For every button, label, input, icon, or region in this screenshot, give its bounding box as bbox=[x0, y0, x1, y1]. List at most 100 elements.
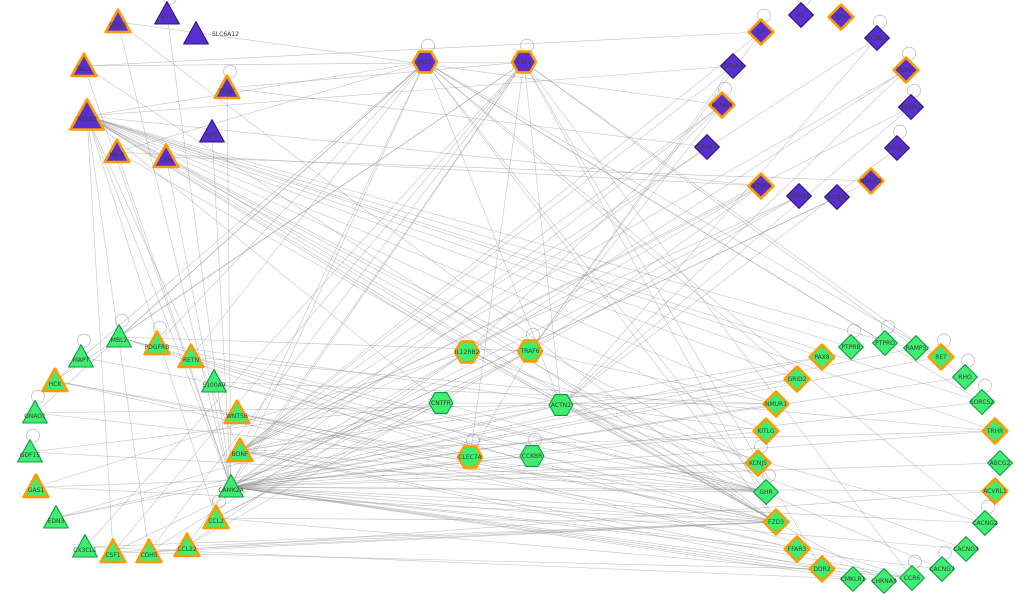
edge-GAS1-KCNJ5 bbox=[35, 462, 759, 488]
node-EPHA4[interactable]: EPHA4 bbox=[720, 53, 746, 79]
edge-FZD3-TAC1 bbox=[83, 65, 777, 523]
node-CCL2[interactable]: CCL2 bbox=[202, 494, 230, 530]
node-CSF1[interactable]: CSF1 bbox=[99, 538, 127, 564]
node-shape-RHO bbox=[952, 364, 978, 390]
edge-PENK-EPHA7 bbox=[226, 87, 708, 148]
edge-BDNF-TRHR bbox=[239, 430, 996, 452]
node-ABCG2[interactable]: ABCG2 bbox=[987, 450, 1013, 476]
node-NMUR2[interactable]: NMUR2 bbox=[857, 167, 885, 195]
node-shape-PRLR bbox=[103, 138, 131, 164]
edge-CAMK2A-CACNG3 bbox=[230, 486, 967, 550]
self-loop-NTS bbox=[163, 0, 177, 5]
node-IRS1[interactable]: IRS1 bbox=[411, 38, 439, 74]
edge-IRS1-RET bbox=[424, 61, 942, 358]
node-GDF15[interactable]: GDF15 bbox=[17, 428, 43, 463]
node-PRLR[interactable]: PRLR bbox=[103, 138, 131, 164]
node-CP[interactable]: CP bbox=[747, 8, 775, 46]
node-TRPV1[interactable]: TRPV1 bbox=[892, 46, 920, 84]
node-CCL22[interactable]: CCL22 bbox=[173, 532, 201, 558]
node-GRID2[interactable]: GRID2 bbox=[783, 365, 811, 393]
node-HCK[interactable]: HCK bbox=[41, 367, 69, 393]
node-GP6[interactable]: GP6 bbox=[827, 3, 855, 31]
node-NMUR1[interactable]: NMUR1 bbox=[762, 390, 790, 418]
edge-S100A9-NMUR1 bbox=[213, 381, 777, 405]
node-shape-GRID2 bbox=[783, 365, 811, 393]
node-CCR6[interactable]: CCR6 bbox=[899, 554, 925, 591]
node-DDR2[interactable]: DDR2 bbox=[808, 555, 836, 583]
edge-CDH5-ACVRL1 bbox=[148, 490, 996, 553]
node-shape-NTS bbox=[154, 1, 180, 25]
edge-CRH-NMUR2 bbox=[165, 156, 872, 182]
edge-CSF2-CSF1 bbox=[112, 61, 525, 553]
edge-WNT5B-FFAR3 bbox=[236, 412, 798, 550]
node-EDN3[interactable]: EDN3 bbox=[43, 505, 69, 529]
node-TAC1[interactable]: TAC1 bbox=[70, 52, 98, 78]
node-GRIN2B[interactable]: GRIN2B bbox=[786, 183, 812, 209]
node-PENK[interactable]: PENK bbox=[213, 64, 241, 100]
node-GNAO1[interactable]: GNAO1 bbox=[22, 389, 48, 424]
edge-GHR-RETN bbox=[190, 356, 767, 493]
node-CACNG7[interactable]: CACNG7 bbox=[929, 545, 955, 582]
node-NTS[interactable]: NTS bbox=[154, 0, 180, 25]
edge-BDNF-GRIN2B bbox=[239, 195, 800, 452]
node-RET[interactable]: RET bbox=[927, 333, 955, 371]
node-CLEC7A[interactable]: CLEC7A bbox=[456, 433, 484, 469]
node-shape-BDNF bbox=[226, 437, 254, 463]
node-shape-EPHA7 bbox=[694, 134, 720, 160]
node-shape-PAX8 bbox=[808, 343, 836, 371]
node-SLC6A12[interactable]: SLC6A12 bbox=[183, 21, 239, 45]
edge-FZD3-GRM1 bbox=[117, 21, 777, 523]
edge-CAMK2A-EPHA7 bbox=[230, 146, 708, 488]
node-KITLG[interactable]: KITLG bbox=[752, 417, 780, 445]
node-GRIA4[interactable]: GRIA4 bbox=[884, 124, 910, 161]
node-EPHA7[interactable]: EPHA7 bbox=[694, 134, 720, 160]
edge-NTRK2-KCNJ5 bbox=[86, 115, 759, 464]
node-TRAF6[interactable]: TRAF6 bbox=[516, 327, 544, 363]
edge-IL12RB2-CAMK2A bbox=[230, 351, 468, 488]
edge-TRAF6-GRIN2B bbox=[529, 195, 800, 352]
self-loop-GRIA4 bbox=[893, 124, 907, 139]
edge-IRS1-FZD3 bbox=[424, 61, 777, 523]
node-CCKBR[interactable]: CCKBR bbox=[519, 432, 545, 467]
edge-NTRK2-GRID2 bbox=[86, 115, 798, 380]
node-shape-IRS1 bbox=[411, 50, 439, 74]
node-CRH[interactable]: CRH bbox=[152, 143, 180, 169]
edge-CCKBR-CAMK2A bbox=[230, 455, 533, 488]
node-CACNG2[interactable]: CACNG2 bbox=[972, 499, 998, 536]
node-TRHR[interactable]: TRHR bbox=[981, 417, 1009, 445]
edge-NTRK2-GHR bbox=[86, 115, 767, 493]
node-WNT5B[interactable]: WNT5B bbox=[223, 399, 251, 425]
node-ACVRL1[interactable]: ACVRL1 bbox=[981, 477, 1009, 505]
node-CX3CL1[interactable]: CX3CL1 bbox=[72, 534, 98, 558]
node-NPY[interactable]: NPY bbox=[199, 119, 225, 143]
node-PDGFRB[interactable]: PDGFRB bbox=[143, 320, 171, 356]
edge-CSF2-CLEC7A bbox=[469, 61, 525, 458]
node-IL12RB2[interactable]: IL12RB2 bbox=[453, 340, 481, 364]
edge-NTRK2-KITLG bbox=[86, 115, 767, 432]
node-GAS1[interactable]: GAS1 bbox=[22, 473, 50, 499]
node-MBL2[interactable]: MBL2 bbox=[106, 313, 132, 348]
node-CACNG3[interactable]: CACNG3 bbox=[953, 536, 979, 562]
node-shape-NTRK2 bbox=[68, 97, 106, 131]
node-KCNB1[interactable]: KCNB1 bbox=[864, 14, 890, 51]
edge-NTRK2-BDNF bbox=[86, 115, 241, 452]
edge-ACTN2-KCNB1 bbox=[560, 37, 878, 406]
node-MAPT[interactable]: MAPT bbox=[68, 333, 94, 368]
node-KCNJ6[interactable]: KCNJ6 bbox=[824, 184, 850, 210]
node-shape-CSF1 bbox=[99, 538, 127, 564]
node-CNTFR[interactable]: CNTFR bbox=[428, 392, 454, 414]
node-ACTN2[interactable]: ACTN2 bbox=[548, 394, 574, 416]
edge-NTRK2-PTPRB bbox=[86, 115, 852, 348]
node-shape-CP bbox=[747, 18, 775, 46]
edge-CAMK2A-RET bbox=[230, 356, 942, 488]
edge-CAMK2A-GRIN2B bbox=[230, 195, 800, 488]
node-shape-WNT5B bbox=[223, 399, 251, 425]
node-CMKLR1[interactable]: CMKLR1 bbox=[840, 566, 866, 592]
node-KL[interactable]: KL bbox=[788, 0, 814, 28]
node-shape-S100A9 bbox=[201, 369, 227, 393]
node-RHO[interactable]: RHO bbox=[952, 353, 978, 390]
node-GRM1[interactable]: GRM1 bbox=[104, 8, 132, 34]
edge-IL12RB2-TRPV1 bbox=[466, 69, 907, 353]
edge-BDNF-KCNQ3 bbox=[239, 104, 723, 452]
